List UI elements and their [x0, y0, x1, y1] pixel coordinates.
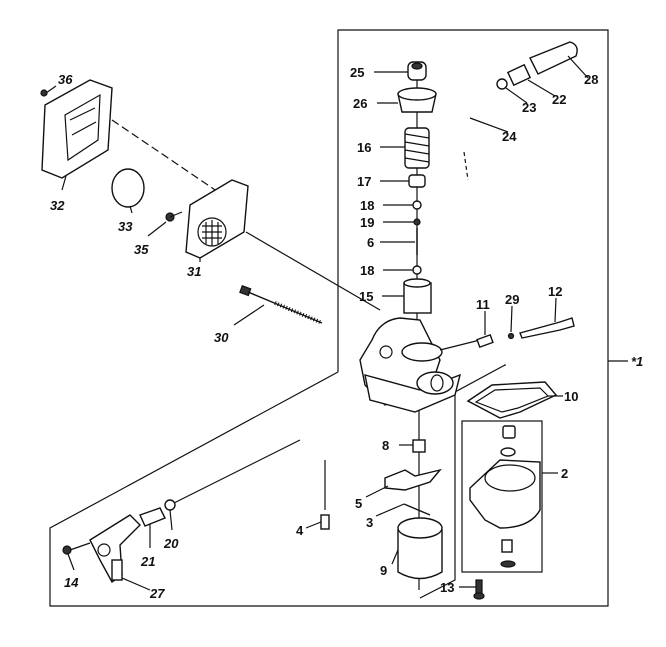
label-18: 18	[360, 198, 374, 213]
drain-screw-13	[473, 579, 485, 600]
label-8: 8	[382, 438, 389, 453]
label-11: 11	[476, 297, 490, 312]
air-cleaner-cover	[40, 79, 113, 179]
label-21: 21	[140, 554, 155, 569]
ring-29	[507, 332, 515, 340]
label-2: 2	[561, 466, 568, 481]
label-23: 23	[522, 100, 536, 115]
part-labels: 36 32 33 35 31 30 25 26 16 17 18 19 6 18…	[50, 65, 643, 601]
washer-20	[164, 499, 176, 511]
label-30: 30	[214, 330, 229, 345]
assembly-outline	[49, 29, 628, 607]
boot-28	[529, 41, 578, 75]
float-bowl-2	[469, 425, 541, 568]
label-26: 26	[353, 96, 367, 111]
fuel-cock-27	[89, 514, 141, 584]
adjuster-22	[506, 63, 532, 87]
retainer-17	[408, 174, 426, 188]
label-4: 4	[296, 523, 304, 538]
spring-16	[404, 127, 430, 169]
clip-19	[413, 218, 421, 226]
bolt-30	[239, 285, 323, 324]
label-36: 36	[58, 72, 73, 87]
air-cleaner-base	[185, 179, 249, 259]
label-5: 5	[355, 496, 362, 511]
spring-11	[476, 333, 494, 349]
label-29: 29	[505, 292, 519, 307]
cap-25	[407, 61, 427, 81]
label-15: 15	[359, 289, 373, 304]
label-10: 10	[564, 389, 578, 404]
label-20: 20	[163, 536, 179, 551]
fuel-line	[169, 439, 301, 506]
leader-line	[245, 231, 381, 311]
label-22: 22	[552, 92, 566, 107]
air-filter-element	[111, 168, 145, 208]
label-28: 28	[584, 72, 598, 87]
screw-35	[165, 211, 183, 222]
label-6: 6	[367, 235, 374, 250]
gasket-10	[466, 381, 558, 419]
washer-18	[412, 200, 422, 210]
label-31: 31	[187, 264, 201, 279]
cap-26	[397, 87, 437, 113]
label-leaders	[45, 55, 589, 591]
carburetor-body	[359, 317, 462, 413]
label-35: 35	[134, 242, 149, 257]
label-33: 33	[118, 219, 133, 234]
nut-23	[496, 78, 508, 90]
float-9	[397, 517, 443, 580]
washer-18b	[412, 265, 422, 275]
label-12: 12	[548, 284, 562, 299]
label-27: 27	[149, 586, 165, 601]
label-32: 32	[50, 198, 65, 213]
pin-3	[403, 503, 431, 516]
label-25: 25	[350, 65, 364, 80]
label-24: 24	[502, 129, 517, 144]
label-3: 3	[366, 515, 373, 530]
screw-14	[62, 542, 91, 555]
gasket-21	[139, 507, 166, 527]
needle-valve-4	[320, 514, 330, 530]
label-19: 19	[360, 215, 374, 230]
float-arm-5	[384, 468, 442, 491]
label-assembly: *1	[631, 354, 643, 369]
label-14: 14	[64, 575, 79, 590]
jet-8	[412, 439, 426, 453]
label-16: 16	[357, 140, 371, 155]
label-9: 9	[380, 563, 387, 578]
label-18b: 18	[360, 263, 374, 278]
throttle-valve-15	[403, 278, 432, 314]
label-17: 17	[357, 174, 371, 189]
screw-12	[519, 317, 575, 339]
label-13: 13	[440, 580, 454, 595]
